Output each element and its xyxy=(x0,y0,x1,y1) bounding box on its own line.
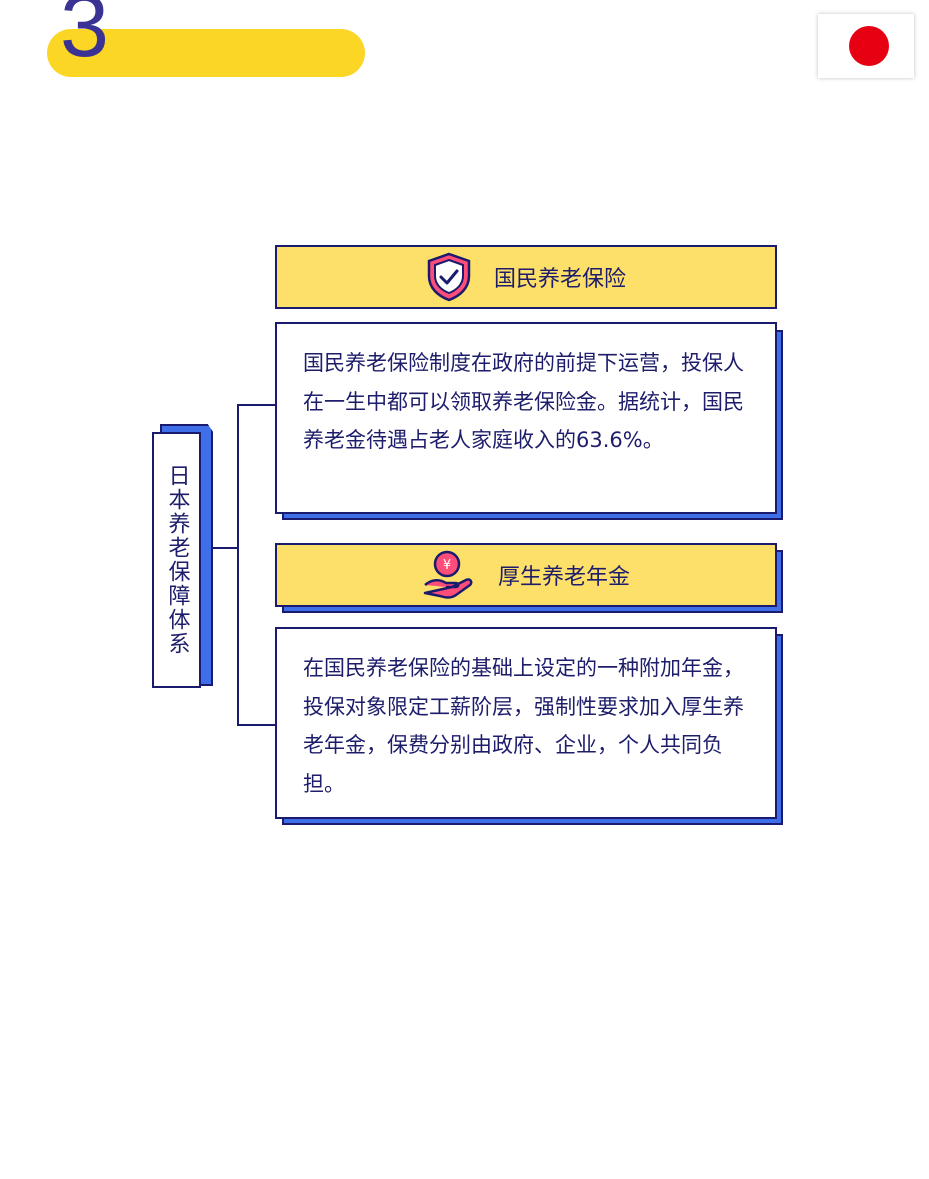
connector-root-stub xyxy=(212,547,238,549)
shield-check-icon xyxy=(426,252,472,302)
section-number-pill xyxy=(47,29,365,77)
branch-title: 厚生养老年金 xyxy=(497,565,630,590)
branch-body-welfare-pension: 在国民养老保险的基础上设定的一种附加年金，投保对象限定工薪阶层，强制性要求加入厚… xyxy=(275,627,777,819)
connector-trunk xyxy=(237,404,239,726)
root-node: 日本养老保障体系 xyxy=(152,432,201,688)
hand-yen-coin-icon: ¥ xyxy=(422,549,476,601)
branch-header-pension: 国民养老保险 xyxy=(275,245,777,309)
connector-branch-2 xyxy=(237,724,277,726)
branch-description: 在国民养老保险的基础上设定的一种附加年金，投保对象限定工薪阶层，强制性要求加入厚… xyxy=(303,656,744,796)
branch-title: 国民养老保险 xyxy=(493,267,626,292)
branch-header-welfare-pension: ¥ 厚生养老年金 xyxy=(275,543,777,607)
japan-flag-icon xyxy=(818,14,914,78)
root-node-label: 日本养老保障体系 xyxy=(164,464,190,656)
branch-description: 国民养老保险制度在政府的前提下运营，投保人在一生中都可以领取养老保险金。据统计，… xyxy=(303,351,744,452)
branch-body-pension: 国民养老保险制度在政府的前提下运营，投保人在一生中都可以领取养老保险金。据统计，… xyxy=(275,322,777,514)
flag-red-disc xyxy=(849,26,889,66)
svg-text:¥: ¥ xyxy=(443,558,451,573)
section-number: 3 xyxy=(60,0,109,75)
connector-branch-1 xyxy=(237,404,277,406)
